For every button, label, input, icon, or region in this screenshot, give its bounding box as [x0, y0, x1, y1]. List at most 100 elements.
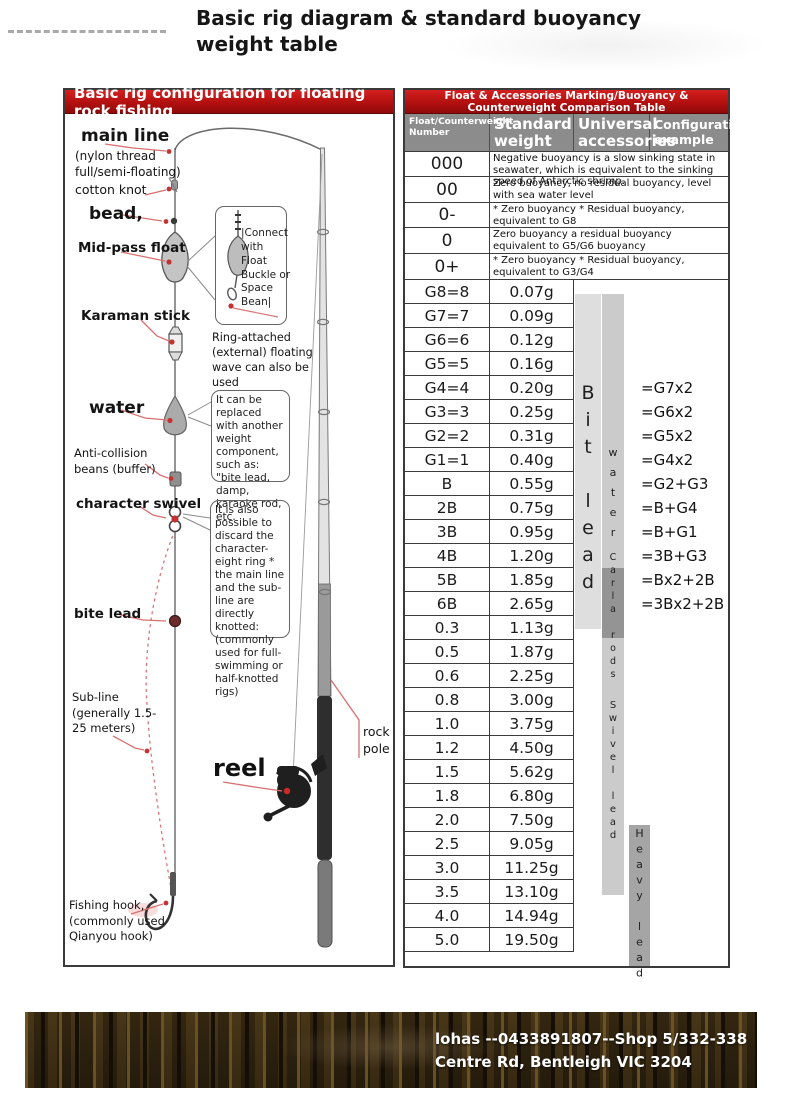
buoyancy-rows: 000 Negative buoyancy is a slow sinking …	[405, 152, 728, 281]
configuration-example: =B+G4	[641, 499, 698, 518]
configuration-example: =3B+G3	[641, 547, 708, 566]
configuration-example: =G7x2	[641, 379, 694, 398]
table-title: Float & Accessories Marking/Buoyancy & C…	[405, 90, 728, 114]
buoyancy-number-cell: 0-	[405, 203, 490, 228]
standard-weight-cell: 0.55g	[490, 472, 574, 497]
float-number-cell: B	[405, 472, 490, 497]
weight-rows: G8=8 0.07g G7=7 0.09g G6=6 0.12g	[405, 280, 728, 953]
standard-weight-cell: 1.13g	[490, 616, 574, 641]
bar-swivel-lead-label-wrap: Swivel lead	[602, 700, 624, 843]
weight-table-row: 2.0 7.50g	[405, 808, 728, 833]
buoyancy-row: 0- * Zero buoyancy * Residual buoyancy, …	[405, 203, 728, 228]
standard-weight-cell: 5.62g	[490, 760, 574, 785]
configuration-example: =B+G1	[641, 523, 698, 542]
label-mid-pass-float: Mid-pass float	[78, 240, 186, 256]
label-rock-pole: rock pole	[363, 724, 390, 756]
bar-swivel-lead-label: Swivel lead	[607, 700, 619, 843]
configuration-example: =G5x2	[641, 427, 694, 446]
label-bead: bead,	[89, 204, 143, 224]
label-nylon-note: (nylon thread full/semi-floating)	[75, 149, 181, 180]
float-number-cell: 0.8	[405, 688, 490, 713]
callout-replace-weight: It can be replaced with another weight c…	[211, 390, 290, 523]
standard-weight-cell: 14.94g	[490, 904, 574, 929]
float-number-cell: 3.5	[405, 880, 490, 905]
standard-weight-cell: 9.05g	[490, 832, 574, 857]
weight-table-row: 4B 1.20g =3B+G3	[405, 544, 728, 569]
bite-lead-graphic	[168, 614, 182, 628]
weight-table-row: 1.8 6.80g	[405, 784, 728, 809]
float-number-cell: 1.0	[405, 712, 490, 737]
standard-weight-cell: 3.00g	[490, 688, 574, 713]
buoyancy-description-cell: * Zero buoyancy * Residual buoyancy, equ…	[490, 254, 728, 281]
float-number-cell: G2=2	[405, 424, 490, 449]
bar-carla-rods-label-wrap: Carla rods	[602, 552, 624, 682]
buoyancy-number-cell: 0+	[405, 254, 490, 281]
callout-connectors	[182, 235, 216, 531]
weight-table-row: 5.0 19.50g	[405, 928, 728, 953]
rod-guide	[318, 588, 332, 596]
footer-contact-line1: lohas --0433891807--Shop 5/332-338	[435, 1030, 748, 1048]
column-header-float-number: Float/Counterweight Number	[405, 114, 513, 152]
leader-end-dots	[144, 149, 175, 906]
footer-contact-line2: Centre Rd, Bentleigh VIC 3204	[435, 1053, 692, 1071]
callout-float-buckle-text: |Connect with Float Buckle or Space Bean…	[241, 227, 291, 309]
callout-float-buckle: |Connect with Float Buckle or Space Bean…	[215, 206, 290, 325]
float-number-cell: 3B	[405, 520, 490, 545]
weight-table-row: 3B 0.95g =B+G1	[405, 520, 728, 545]
rod-guide	[317, 498, 331, 506]
float-number-cell: 3.0	[405, 856, 490, 881]
standard-weight-cell: 3.75g	[490, 712, 574, 737]
main-line-curve	[174, 127, 323, 151]
page-title-line1: Basic rig diagram & standard buoyancy	[196, 6, 641, 30]
label-anti-collision: Anti-collision beans (buffer)	[74, 446, 156, 476]
footer-haze	[275, 1024, 505, 1070]
float-number-cell: 5B	[405, 568, 490, 593]
water-drop-weight-graphic	[163, 394, 187, 436]
left-panel-header: Basic rig configuration for floating roc…	[65, 84, 393, 120]
rig-diagram-drawing	[104, 127, 360, 948]
buoyancy-number-cell: 00	[405, 177, 490, 203]
standard-weight-cell: 11.25g	[490, 856, 574, 881]
inset-float-graphic	[227, 210, 279, 318]
standard-weight-cell: 2.65g	[490, 592, 574, 617]
weight-table-row: 3.5 13.10g	[405, 880, 728, 905]
weight-table-row: G4=4 0.20g =G7x2	[405, 376, 728, 401]
weight-table-row: 1.0 3.75g	[405, 712, 728, 737]
standard-weight-cell: 1.20g	[490, 544, 574, 569]
rod-guide	[316, 318, 330, 326]
weight-table-row: B 0.55g =G2+G3	[405, 472, 728, 497]
callout-ring-attached: Ring-attached (external) floating wave c…	[212, 331, 313, 390]
standard-weight-cell: 4.50g	[490, 736, 574, 761]
rod-butt	[317, 859, 333, 948]
weight-table-row: 6B 2.65g =3Bx2+2B	[405, 592, 728, 617]
float-number-cell: 0.3	[405, 616, 490, 641]
float-number-cell: 1.8	[405, 784, 490, 809]
comparison-table-panel: Float & Accessories Marking/Buoyancy & C…	[403, 88, 750, 982]
standard-weight-cell: 0.12g	[490, 328, 574, 353]
standard-weight-cell: 2.25g	[490, 664, 574, 689]
label-karaman-stick: Karaman stick	[81, 308, 190, 324]
standard-weight-cell: 1.85g	[490, 568, 574, 593]
label-bite-lead: bite lead	[74, 606, 142, 622]
page-title: Basic rig diagram & standard buoyancy we…	[196, 5, 641, 57]
standard-weight-cell: 0.16g	[490, 352, 574, 377]
weight-table-row: 4.0 14.94g	[405, 904, 728, 929]
float-number-cell: 2.0	[405, 808, 490, 833]
mid-pass-float-graphic	[161, 231, 189, 283]
cotton-knot-graphic	[168, 177, 178, 193]
weight-table-row: G2=2 0.31g =G5x2	[405, 424, 728, 449]
configuration-example: =3Bx2+2B	[641, 595, 725, 614]
float-number-cell: G3=3	[405, 400, 490, 425]
configuration-example: =G4x2	[641, 451, 694, 470]
buoyancy-description-cell: Negative buoyancy is a slow sinking stat…	[490, 152, 728, 187]
configuration-example: =Bx2+2B	[641, 571, 715, 590]
weight-table-row: 1.5 5.62g	[405, 760, 728, 785]
buoyancy-row: 00 Zero buoyancy, no residual buoyancy, …	[405, 177, 728, 203]
callout-discard-ring: It is also possible to discard the chara…	[210, 500, 290, 698]
float-number-cell: 0.6	[405, 664, 490, 689]
standard-weight-cell: 6.80g	[490, 784, 574, 809]
weight-table-row: G6=6 0.12g	[405, 328, 728, 353]
standard-weight-cell: 19.50g	[490, 928, 574, 953]
float-number-cell: 1.5	[405, 760, 490, 785]
